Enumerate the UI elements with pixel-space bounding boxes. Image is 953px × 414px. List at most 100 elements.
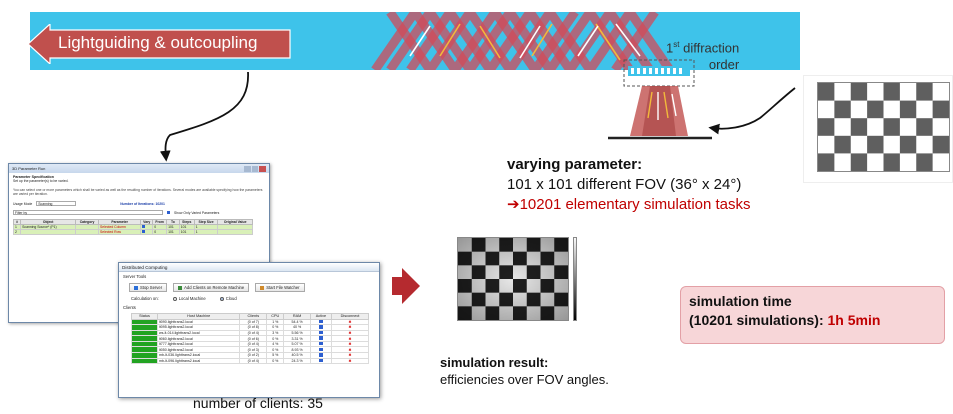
- simulation-result-subtitle: efficiencies over FOV angles.: [440, 372, 609, 387]
- disconnect-icon: ✖: [348, 353, 352, 358]
- client-row[interactable]: lt060.lighttrans2.local (0 of 6) 0 % 3.3…: [131, 335, 369, 342]
- table-cell: Selected Row: [98, 229, 142, 235]
- close-button[interactable]: [259, 165, 267, 172]
- ram-cell: 3.31 %: [283, 335, 311, 342]
- active-checkbox[interactable]: [309, 335, 333, 342]
- table-row[interactable]: 2 Selected Row 0 101 101 1: [12, 229, 253, 235]
- parameter-spec-title: Parameter Specification: [13, 175, 54, 179]
- stop-icon: [134, 285, 138, 290]
- disconnect-button[interactable]: ✖: [331, 329, 369, 337]
- active-checkbox[interactable]: [309, 352, 333, 359]
- host-cell: lt050.lighttrans2.local: [156, 346, 241, 354]
- stop-server-label: Stop Server: [140, 285, 163, 290]
- stop-server-button[interactable]: Stop Server: [129, 283, 168, 292]
- local-machine-label: Local Machine: [178, 296, 206, 301]
- simulation-time-box: simulation time (10201 simulations): 1h …: [680, 286, 945, 344]
- add-clients-label: Add Clients on Remote Machine: [184, 285, 245, 290]
- local-machine-option[interactable]: Local Machine: [172, 296, 206, 301]
- clients-section-label: Clients: [123, 305, 136, 310]
- disconnect-button[interactable]: ✖: [331, 324, 369, 331]
- host-cell: lt090.lighttrans2.local: [156, 318, 241, 326]
- active-checkbox[interactable]: [309, 318, 333, 326]
- start-file-watcher-button[interactable]: Start File Watcher: [255, 283, 305, 292]
- table-cell[interactable]: 101: [178, 229, 195, 235]
- checkbox-checked-icon: [319, 341, 323, 346]
- client-row[interactable]: lt777.lighttrans2.local (0 of 4) 4 % 5.0…: [131, 340, 369, 348]
- active-checkbox[interactable]: [309, 329, 333, 337]
- disconnect-button[interactable]: ✖: [331, 340, 369, 348]
- ram-cell: 8.93 %: [283, 346, 311, 354]
- ram-cell: 5.56 %: [283, 329, 311, 337]
- colorbar: [573, 237, 577, 321]
- filter-input[interactable]: Filter by: [13, 210, 163, 215]
- maximize-button[interactable]: [251, 165, 259, 172]
- ram-cell: 24.3 %: [283, 357, 311, 365]
- parameter-run-titlebar: 3D Parameter Run: [9, 164, 269, 173]
- table-row[interactable]: 1 Scanning Source* (P1) Selected Column …: [12, 224, 253, 230]
- checkbox-checked-icon: [142, 230, 146, 233]
- fov-description: 101 x 101 different FOV (36° x 24°): [507, 176, 742, 193]
- vary-checkbox[interactable]: [140, 229, 154, 235]
- client-row[interactable]: lt050.lighttrans2.local (0 of 3) 0 % 8.9…: [131, 346, 369, 354]
- disconnect-icon: ✖: [348, 336, 352, 341]
- show-varied-label: Show Only Varied Parameters: [174, 210, 220, 215]
- checkbox-checked-icon: [319, 330, 323, 335]
- usage-mode-select[interactable]: Scanning: [36, 201, 77, 206]
- client-row[interactable]: lt090.lighttrans2.local (0 of 7) 1 % 54.…: [131, 318, 369, 326]
- active-checkbox[interactable]: [309, 346, 333, 354]
- client-row[interactable]: mb-lt-096.lighttrans2.local (0 of 4) 0 %…: [131, 357, 369, 365]
- server-tools-toolbar: Stop Server Add Clients on Remote Machin…: [119, 281, 379, 294]
- light-rays-graphic: [371, 12, 674, 70]
- show-varied-checkbox[interactable]: [167, 211, 170, 214]
- clients-table: Status Host Machine Clients CPU RAM Acti…: [131, 313, 369, 365]
- disconnect-button[interactable]: ✖: [331, 352, 369, 359]
- checkbox-checked-icon: [142, 225, 146, 228]
- simulation-time-title: simulation time: [689, 293, 792, 309]
- disconnect-icon: ✖: [348, 319, 352, 324]
- filter-row: Filter by Show Only Varied Parameters: [9, 208, 269, 217]
- simulation-duration: 1h 5min: [827, 312, 881, 328]
- usage-mode-row: Usage Mode Scanning Number of Iterations…: [9, 199, 269, 208]
- checkbox-checked-icon: [319, 336, 323, 340]
- clients-count-caption: number of clients: 35: [193, 395, 323, 411]
- disconnect-button[interactable]: ✖: [331, 318, 369, 326]
- order-suffix: st: [673, 40, 680, 49]
- checkbox-checked-icon: [319, 319, 323, 324]
- client-row[interactable]: mb-lt-036.lighttrans2.local (0 of 2) 5 %…: [131, 352, 369, 359]
- parameter-spec-header: Parameter Specification Set up the param…: [9, 173, 269, 185]
- checkbox-checked-icon: [319, 353, 323, 357]
- active-checkbox[interactable]: [309, 340, 333, 348]
- host-cell: ws-lt-014.lighttrans2.local: [156, 329, 241, 337]
- disconnect-button[interactable]: ✖: [331, 357, 369, 365]
- cloud-label: Cloud: [225, 296, 237, 301]
- lightguiding-label: Lightguiding & outcoupling: [58, 33, 258, 52]
- distributed-computing-titlebar: Distributed Computing: [119, 263, 379, 272]
- add-clients-button[interactable]: Add Clients on Remote Machine: [173, 283, 250, 292]
- host-cell: lt060.lighttrans2.local: [156, 335, 241, 342]
- disconnect-icon: ✖: [348, 342, 352, 347]
- disconnect-icon: ✖: [348, 358, 352, 363]
- minimize-button[interactable]: [244, 165, 251, 172]
- ram-cell: 40.5 %: [283, 352, 311, 359]
- client-row[interactable]: lt095.lighttrans2.local (0 of 8) 0 % 40 …: [131, 324, 369, 331]
- order-line2: order: [708, 57, 740, 70]
- calculation-on-label: Calculation on:: [131, 296, 159, 301]
- table-cell[interactable]: 0: [152, 229, 168, 235]
- active-checkbox[interactable]: [309, 324, 333, 331]
- distributed-computing-title: Distributed Computing: [122, 264, 168, 270]
- distributed-computing-window: Distributed Computing Server Tools Stop …: [118, 262, 380, 398]
- client-row[interactable]: ws-lt-014.lighttrans2.local (0 of 4) 3 %…: [131, 329, 369, 337]
- disconnect-icon: ✖: [348, 325, 352, 330]
- disconnect-button[interactable]: ✖: [331, 346, 369, 354]
- task-count: ➔10201 elementary simulation tasks: [507, 196, 751, 213]
- left-arrow-icon: [28, 24, 291, 64]
- ram-cell: 54.4 %: [283, 318, 311, 326]
- disconnect-button[interactable]: ✖: [331, 335, 369, 342]
- disconnect-icon: ✖: [348, 330, 352, 335]
- start-file-watcher-label: Start File Watcher: [266, 285, 300, 290]
- cloud-option[interactable]: Cloud: [219, 296, 237, 301]
- parameter-info-text: You can select one or more parameters wh…: [13, 188, 263, 196]
- checkbox-checked-icon: [319, 325, 323, 329]
- active-checkbox[interactable]: [309, 357, 333, 365]
- parameter-run-title: 3D Parameter Run: [12, 166, 46, 171]
